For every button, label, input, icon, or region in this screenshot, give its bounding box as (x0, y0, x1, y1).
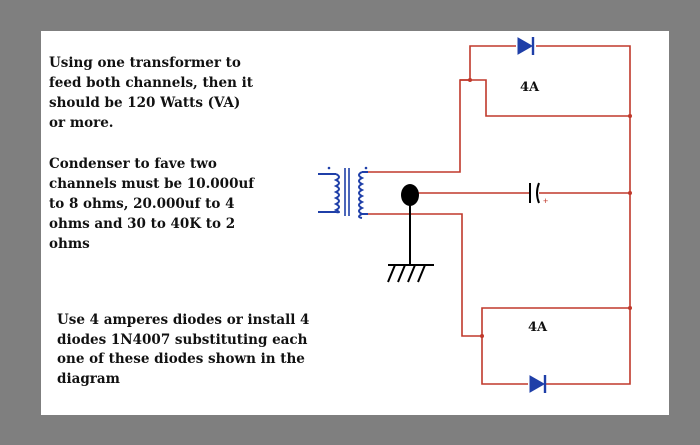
bottom-diode (529, 375, 547, 393)
bottom-diode-rating-label: 4A (528, 320, 548, 335)
junction-dots (468, 78, 632, 338)
top-diode (517, 37, 535, 55)
transformer-secondary-coil (358, 171, 368, 219)
diodes-note: Use 4 amperes diodes or install 4 diodes… (57, 312, 310, 387)
transformer-note: Using one transformer to feed both chann… (49, 55, 253, 131)
filter-capacitor (529, 182, 540, 204)
condenser-note: Condenser to fave two channels must be 1… (49, 156, 255, 252)
transformer-primary-coil (318, 173, 340, 214)
ground-symbol (387, 193, 434, 283)
transformer-core (344, 168, 350, 216)
capacitor-plus-sign: + (543, 196, 548, 206)
circuit-wiring (368, 45, 631, 385)
top-diode-rating-label: 4A (520, 80, 540, 95)
primary-phase-dot (327, 166, 331, 170)
secondary-phase-dot (364, 166, 368, 170)
diagram-panel (41, 31, 669, 415)
center-tap-node (401, 184, 419, 206)
